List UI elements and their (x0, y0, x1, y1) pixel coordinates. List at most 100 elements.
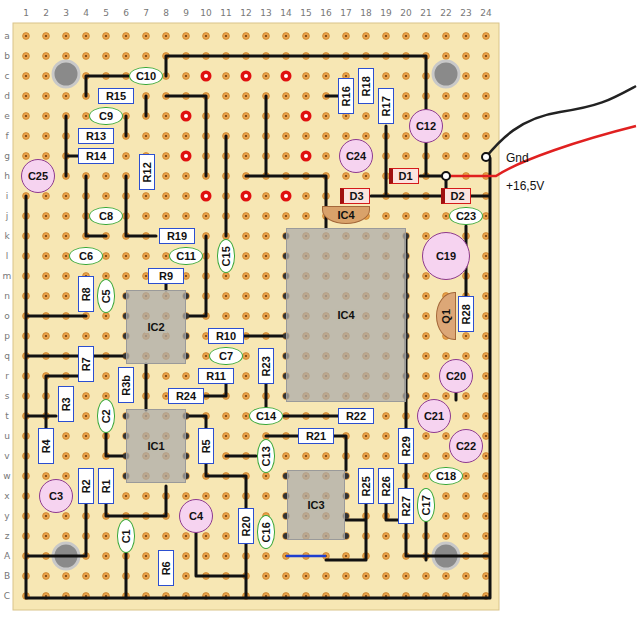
column-number: 3 (63, 8, 69, 19)
part-label: R28 (460, 304, 473, 324)
capacitor: C13 (257, 439, 276, 473)
column-number: 14 (280, 8, 291, 19)
terminal-label: Gnd (506, 151, 529, 165)
column-number: 23 (460, 8, 471, 19)
electrolytic-capacitor: C22 (449, 429, 483, 463)
capacitor: C17 (417, 488, 436, 522)
part-label: R8 (80, 287, 93, 301)
part-label: R15 (106, 90, 126, 103)
diode: D2 (441, 188, 471, 204)
resistor: R5 (198, 428, 214, 464)
electrolytic-capacitor: C12 (409, 109, 443, 143)
column-number: 21 (420, 8, 431, 19)
part-label: R11 (206, 370, 226, 383)
resistor: R22 (338, 408, 374, 424)
resistor: R18 (358, 68, 374, 104)
row-letter: j (6, 211, 9, 222)
part-label: R16 (340, 86, 353, 106)
column-number: 18 (360, 8, 371, 19)
capacitor: C14 (249, 407, 283, 426)
part-label: R3 (60, 397, 73, 411)
part-label: R5 (200, 439, 213, 453)
electrolytic-capacitor: C3 (39, 479, 73, 513)
pot-hole-centre (184, 154, 188, 158)
row-letter: C (4, 591, 10, 602)
resistor: R13 (78, 128, 114, 144)
part-label: C11 (176, 250, 196, 263)
part-label: R4 (40, 439, 53, 453)
pot-hole (181, 111, 192, 122)
pot-hole-centre (304, 154, 308, 158)
row-letter: c (5, 71, 10, 82)
ground-cable (486, 86, 636, 157)
resistor: R4 (38, 428, 54, 464)
resistor: R28 (458, 296, 474, 332)
part-label: R26 (380, 476, 393, 496)
part-label: R6 (160, 561, 173, 575)
part-label: C14 (256, 410, 276, 423)
part-label: C24 (346, 150, 366, 163)
transistor: Q1 (436, 292, 457, 340)
pot-hole (301, 151, 312, 162)
column-number: 19 (380, 8, 391, 19)
resistor: R20 (238, 508, 254, 544)
capacitor: C23 (449, 207, 483, 226)
wire-link (286, 555, 326, 558)
row-letter: d (4, 91, 10, 102)
electrolytic-capacitor: C20 (439, 359, 473, 393)
row-letter: g (4, 151, 10, 162)
pot-hole (241, 191, 252, 202)
column-number: 17 (340, 8, 351, 19)
capacitor: C7 (209, 347, 243, 366)
column-number: 10 (200, 8, 211, 19)
column-number: 22 (440, 8, 451, 19)
capacitor: C2 (97, 399, 116, 433)
part-label: Q1 (440, 309, 453, 324)
part-label: C5 (100, 289, 113, 303)
row-letter: f (5, 131, 8, 142)
wire (26, 56, 490, 598)
part-label: R24 (176, 390, 196, 403)
column-number: 4 (83, 8, 89, 19)
row-letter: t (5, 411, 9, 422)
row-letter: a (4, 31, 10, 42)
part-label: C18 (436, 470, 456, 483)
row-letter: w (3, 471, 10, 482)
resistor: R3b (118, 367, 134, 403)
column-number: 24 (480, 8, 491, 19)
row-letter: m (3, 271, 12, 282)
part-label: R20 (240, 516, 253, 536)
pot-hole (281, 191, 292, 202)
part-label: C20 (446, 370, 466, 383)
part-label: C16 (260, 522, 273, 542)
capacitor: C11 (169, 247, 203, 266)
part-label: C13 (260, 446, 273, 466)
column-number: 6 (123, 8, 129, 19)
row-letter: b (4, 51, 10, 62)
part-label: C22 (456, 440, 476, 453)
row-letter: e (4, 111, 10, 122)
part-label: IC3 (305, 499, 326, 512)
diode: D1 (389, 168, 419, 184)
resistor: R19 (159, 228, 195, 244)
part-label: D1 (398, 170, 412, 183)
part-label: R29 (400, 436, 413, 456)
part-label: R9 (159, 270, 173, 283)
resistor: R17 (378, 88, 394, 124)
capacitor: C9 (89, 107, 123, 126)
row-letter: v (4, 451, 9, 462)
row-letter: k (4, 231, 9, 242)
row-letter: q (4, 351, 10, 362)
part-label: C17 (420, 495, 433, 515)
part-label: IC1 (145, 440, 166, 453)
resistor: R3 (58, 386, 74, 422)
part-label: IC4 (335, 309, 356, 322)
column-number: 15 (300, 8, 311, 19)
row-letter: n (4, 291, 10, 302)
part-label: R1 (100, 479, 113, 493)
capacitor: C15 (217, 239, 236, 273)
terminal (442, 172, 450, 180)
part-label: C3 (49, 490, 63, 503)
mounting-hole (53, 61, 79, 87)
resistor: R21 (298, 428, 334, 444)
